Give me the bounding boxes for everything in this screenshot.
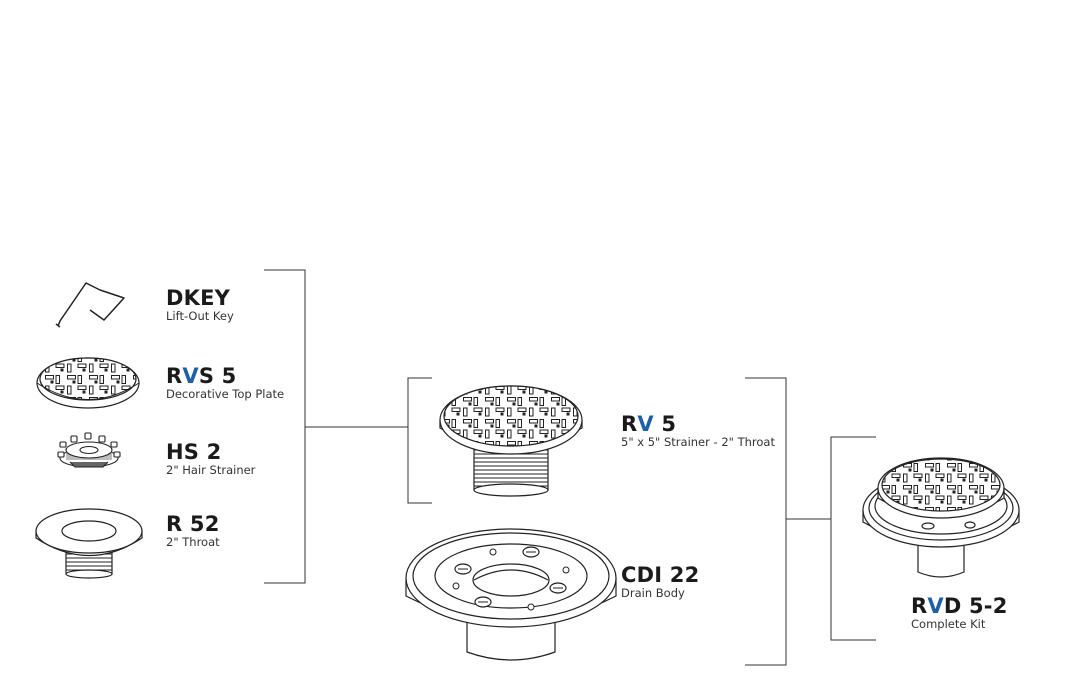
part-description: Drain Body bbox=[621, 586, 685, 600]
part-label-rvs5: RVS 5 Decorative Top Plate bbox=[166, 366, 284, 401]
part-description: Decorative Top Plate bbox=[166, 387, 285, 401]
hair-strainer-icon bbox=[57, 432, 121, 468]
bracket-rv5 bbox=[407, 377, 432, 504]
part-code: R 52 bbox=[166, 512, 220, 536]
throat-icon bbox=[35, 508, 143, 579]
part-code: HS 2 bbox=[166, 440, 222, 464]
drain-body-icon bbox=[405, 528, 617, 661]
bracket-left-parts bbox=[264, 269, 306, 584]
bracket-rv5-cdi22 bbox=[745, 377, 787, 666]
strainer-assembly-icon bbox=[439, 385, 583, 497]
lift-out-key-icon bbox=[55, 282, 125, 328]
part-label-rvd52: RVD 5-2 Complete Kit bbox=[911, 596, 1008, 631]
complete-kit-icon bbox=[862, 457, 1020, 578]
part-description: 2" Throat bbox=[166, 535, 220, 549]
part-description: 5" x 5" Strainer - 2" Throat bbox=[621, 435, 775, 449]
part-label-hs2: HS 2 2" Hair Strainer bbox=[166, 442, 255, 477]
part-code: RVD 5-2 bbox=[911, 594, 1008, 618]
connector-lines bbox=[264, 269, 876, 666]
part-description: Complete Kit bbox=[911, 617, 986, 631]
part-description: 2" Hair Strainer bbox=[166, 463, 256, 477]
part-label-cdi22: CDI 22 Drain Body bbox=[621, 565, 699, 600]
part-code: RV 5 bbox=[621, 412, 677, 436]
part-code: DKEY bbox=[166, 286, 231, 310]
decorative-top-plate-icon bbox=[36, 357, 140, 409]
part-label-dkey: DKEY Lift-Out Key bbox=[166, 288, 234, 323]
part-code: CDI 22 bbox=[621, 563, 700, 587]
part-description: Lift-Out Key bbox=[166, 309, 234, 323]
bracket-kit bbox=[830, 436, 876, 641]
part-label-rv5: RV 5 5" x 5" Strainer - 2" Throat bbox=[621, 414, 775, 449]
part-code: RVS 5 bbox=[166, 364, 237, 388]
part-label-r52: R 52 2" Throat bbox=[166, 514, 220, 549]
